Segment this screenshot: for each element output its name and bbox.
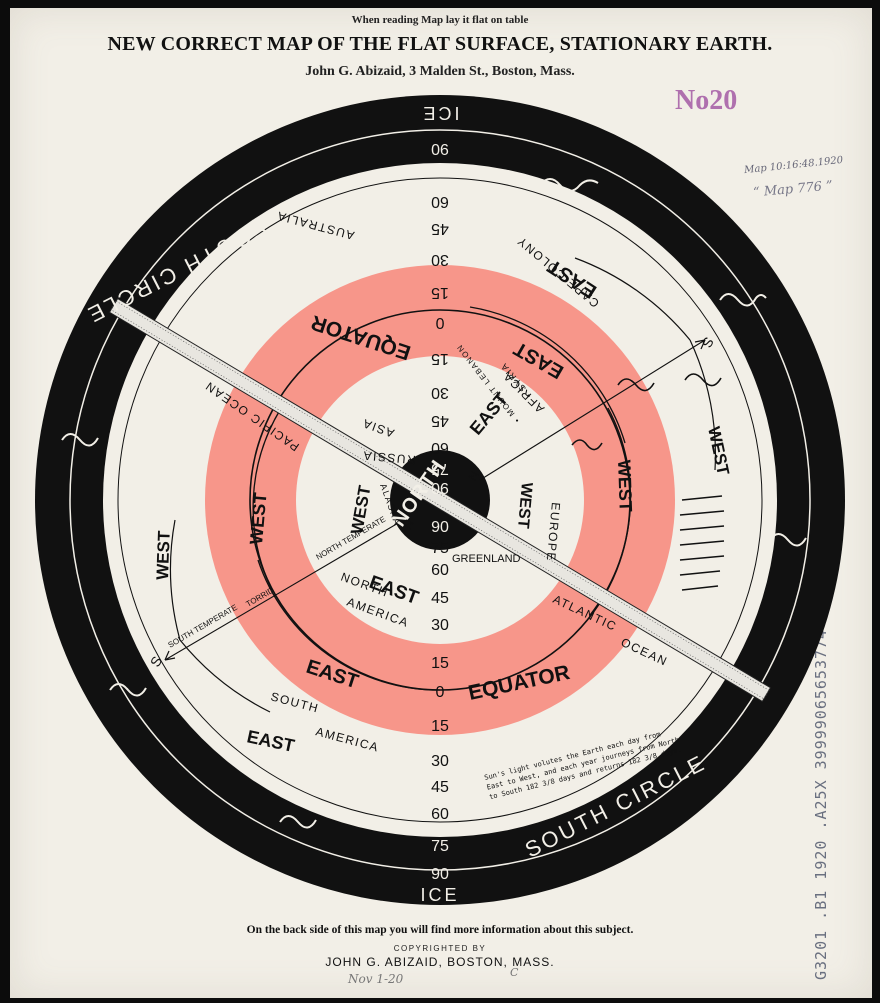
outer-east-arc-right: [574, 257, 691, 341]
lat-0-lower: 0: [436, 684, 445, 701]
lat-90-bottom: 90: [431, 866, 449, 883]
outer-east-arc: [179, 639, 271, 713]
arabic-mark-10: [679, 495, 725, 591]
europe-label: EUROPE: [544, 502, 563, 563]
lat-90-upper: 90: [431, 479, 449, 496]
lat-75-top: 75: [431, 161, 449, 178]
lat-30-lower: 30: [431, 617, 449, 634]
lat-75-upper: 75: [431, 460, 449, 477]
map-title: NEW CORRECT MAP OF THE FLAT SURFACE, STA…: [107, 33, 773, 55]
lat-75-lower: 75: [431, 540, 449, 557]
north-temperate-line-right: [479, 339, 706, 481]
lat-60-bottom: 60: [431, 806, 449, 823]
handwritten-mark: C: [510, 966, 519, 979]
arabic-mark-8: [684, 373, 722, 387]
south-circle-line: [69, 129, 811, 871]
lat-45-upper: 45: [431, 412, 449, 429]
outer-west-arc: [169, 519, 181, 641]
arabic-mark-3: [769, 533, 807, 547]
lat-15-top: 15: [431, 284, 449, 301]
catalog-stamp: No20: [675, 85, 738, 116]
lat-90-top: 90: [431, 140, 449, 157]
west-arc-left: [252, 409, 281, 591]
west-label-right-band: WEST: [614, 459, 636, 512]
lat-75-bottom: 75: [431, 838, 449, 855]
lat-30-upper: 30: [431, 384, 449, 401]
arabic-mark-4: [61, 433, 99, 447]
arabic-mark-9: [571, 439, 603, 451]
lat-15-bottom: 15: [431, 718, 449, 735]
south-temperate-line: [164, 521, 401, 661]
ice-label-bottom: ICE: [420, 885, 459, 905]
reading-instruction: When reading Map lay it flat on table: [351, 14, 529, 26]
east-arc-upper: [469, 306, 626, 444]
west-label-left-band: WEST: [246, 492, 270, 546]
greenland-label: GREENLAND: [452, 553, 521, 565]
lat-60-top: 60: [431, 193, 449, 210]
arabic-mark-7: [617, 378, 655, 392]
lat-30-bottom: 30: [431, 753, 449, 770]
lat-60-lower: 60: [431, 562, 449, 579]
lat-90-lower: 90: [431, 519, 449, 536]
lat-15-upper: 15: [431, 350, 449, 367]
back-side-note: On the back side of this map you will fi…: [246, 924, 634, 936]
outer-west-arc-right: [689, 339, 717, 471]
lat-45-bottom: 45: [431, 779, 449, 796]
arabic-mark-2: [719, 293, 767, 307]
arabic-mark-6: [279, 815, 317, 829]
arrow-right-s: [694, 339, 706, 350]
author-line: John G. Abizaid, 3 Malden St., Boston, M…: [305, 64, 575, 79]
lat-15-lower: 15: [431, 655, 449, 672]
lat-45-top: 45: [431, 220, 449, 237]
arrow-left-s: [164, 650, 176, 661]
lat-45-lower: 45: [431, 590, 449, 607]
handwritten-date: Nov 1-20: [348, 972, 404, 986]
lat-30-top: 30: [431, 251, 449, 268]
east-arc-left: [257, 559, 441, 691]
arabic-mark-1: [539, 178, 599, 192]
south-zone-line: [117, 177, 763, 823]
arabic-script-marks-inner: [571, 373, 725, 591]
copyright-holder: JOHN G. ABIZAID, BOSTON, MASS.: [325, 955, 555, 969]
ice-label-top: ICE: [420, 103, 459, 123]
lat-0-top: 0: [435, 314, 444, 331]
latitude-scale: 90 75 60 45 30 15 0 15 30 45 60 75 90 90…: [431, 140, 449, 883]
west-label-left-outer: WEST: [153, 530, 174, 580]
arabic-script-marks: [61, 178, 807, 829]
copyright-label: COPYRIGHTED BY: [393, 944, 487, 953]
russia-label: RUSSIA: [362, 448, 417, 467]
sun-path-band: [108, 297, 772, 703]
arabic-mark-5: [109, 683, 147, 697]
west-label-europe: WEST: [514, 482, 535, 530]
lat-60-upper: 60: [431, 439, 449, 456]
